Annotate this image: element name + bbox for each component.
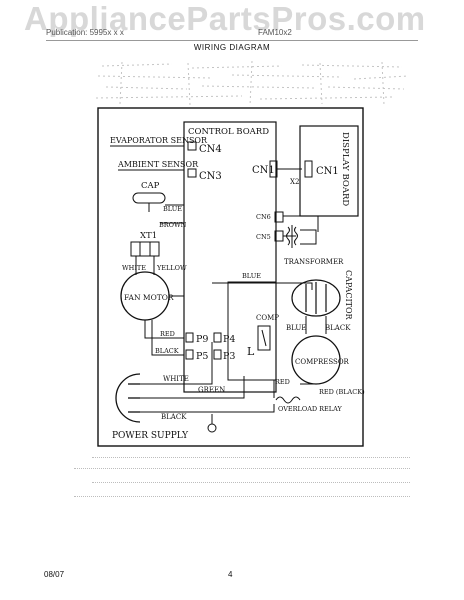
cn1-board-label: CN1 — [252, 165, 275, 176]
cap-label: CAP — [141, 181, 160, 191]
supply-white-label: WHITE — [163, 375, 189, 383]
ground-symbol — [207, 414, 217, 433]
p9-connector: P9 — [185, 332, 208, 345]
relay-box — [227, 281, 277, 381]
power-plug-symbol — [115, 373, 141, 423]
comp-label: COMP — [256, 314, 279, 322]
cn3-connector: CN3 — [187, 168, 222, 182]
power-supply-label: POWER SUPPLY — [112, 431, 189, 441]
red-black-label: RED (BLACK) — [319, 388, 365, 396]
header-rule — [46, 40, 418, 41]
xt1-label: XT1 — [140, 231, 157, 241]
cap-blue-label: BLUE — [163, 205, 182, 213]
control-board-label: CONTROL BOARD — [188, 127, 269, 137]
p4-label: P4 — [223, 334, 235, 345]
cn6-label: CN6 — [256, 213, 271, 221]
p5-label: P5 — [196, 351, 208, 362]
transformer-label: TRANSFORMER — [284, 258, 344, 266]
footer-date: 08/07 — [44, 570, 65, 579]
x2-label: X2 — [290, 178, 299, 186]
overload-relay-label: OVERLOAD RELAY — [278, 405, 343, 413]
p3-connector: P3 — [213, 349, 235, 362]
fan-capacitor-symbol — [132, 192, 166, 212]
overload-relay-symbol — [275, 396, 301, 404]
xt1-terminal — [130, 241, 160, 257]
cn3-label: CN3 — [199, 171, 222, 182]
header-publication: Publication: 5995x x x — [46, 28, 124, 37]
compressor-label: COMPRESSOR — [295, 358, 350, 366]
comp-relay — [257, 325, 271, 351]
supply-black-label: BLACK — [161, 413, 187, 421]
comp-blue-label: BLUE — [286, 324, 306, 332]
capacitor-label: CAPACITOR — [344, 270, 353, 321]
control-board-box — [183, 121, 277, 393]
display-board-box — [299, 125, 359, 217]
yellow-label: YELLOW — [156, 264, 187, 272]
header-model: FAM10x2 — [258, 28, 292, 37]
comp-black-label: BLACK — [325, 324, 351, 332]
motor-red-label: RED — [160, 330, 175, 338]
diagram-border — [97, 107, 364, 447]
blue-top-label: BLUE — [242, 272, 261, 280]
ambient-sensor-label: AMBIENT SENSOR — [117, 160, 199, 169]
cn5-label: CN5 — [256, 233, 271, 241]
cn4-label: CN4 — [199, 144, 222, 155]
motor-black-label: BLACK — [155, 347, 179, 355]
footer-page-number: 4 — [228, 570, 233, 579]
scan-noise — [95, 60, 409, 107]
note-line-2 — [74, 468, 410, 469]
display-board-label: DISPLAY BOARD — [340, 132, 350, 206]
motor-white-label: WHITE — [122, 264, 146, 272]
p5-connector: P5 — [185, 349, 208, 362]
p9-label: P9 — [196, 334, 208, 345]
watermark: AppliancePartsPros.com — [24, 0, 426, 37]
run-capacitor-symbol — [291, 279, 341, 317]
supply-green-label: GREEN — [198, 386, 225, 394]
note-line-1 — [92, 457, 410, 458]
l-label: L — [247, 345, 255, 358]
supply-red-label: RED — [275, 378, 290, 386]
evaporator-sensor-label: EVAPORATOR SENSOR — [110, 136, 208, 145]
page-title: WIRING DIAGRAM — [193, 43, 271, 52]
note-line-4 — [74, 496, 410, 497]
p4-connector: P4 — [213, 332, 235, 345]
fan-motor-label: FAN MOTOR — [124, 293, 174, 302]
p3-label: P3 — [223, 351, 235, 362]
cn1-display-label: CN1 — [316, 166, 339, 177]
brown-label: BROWN — [159, 221, 187, 229]
note-line-3 — [92, 482, 410, 483]
transformer-symbol — [286, 225, 317, 248]
cn4-connector: CN4 — [187, 141, 222, 155]
